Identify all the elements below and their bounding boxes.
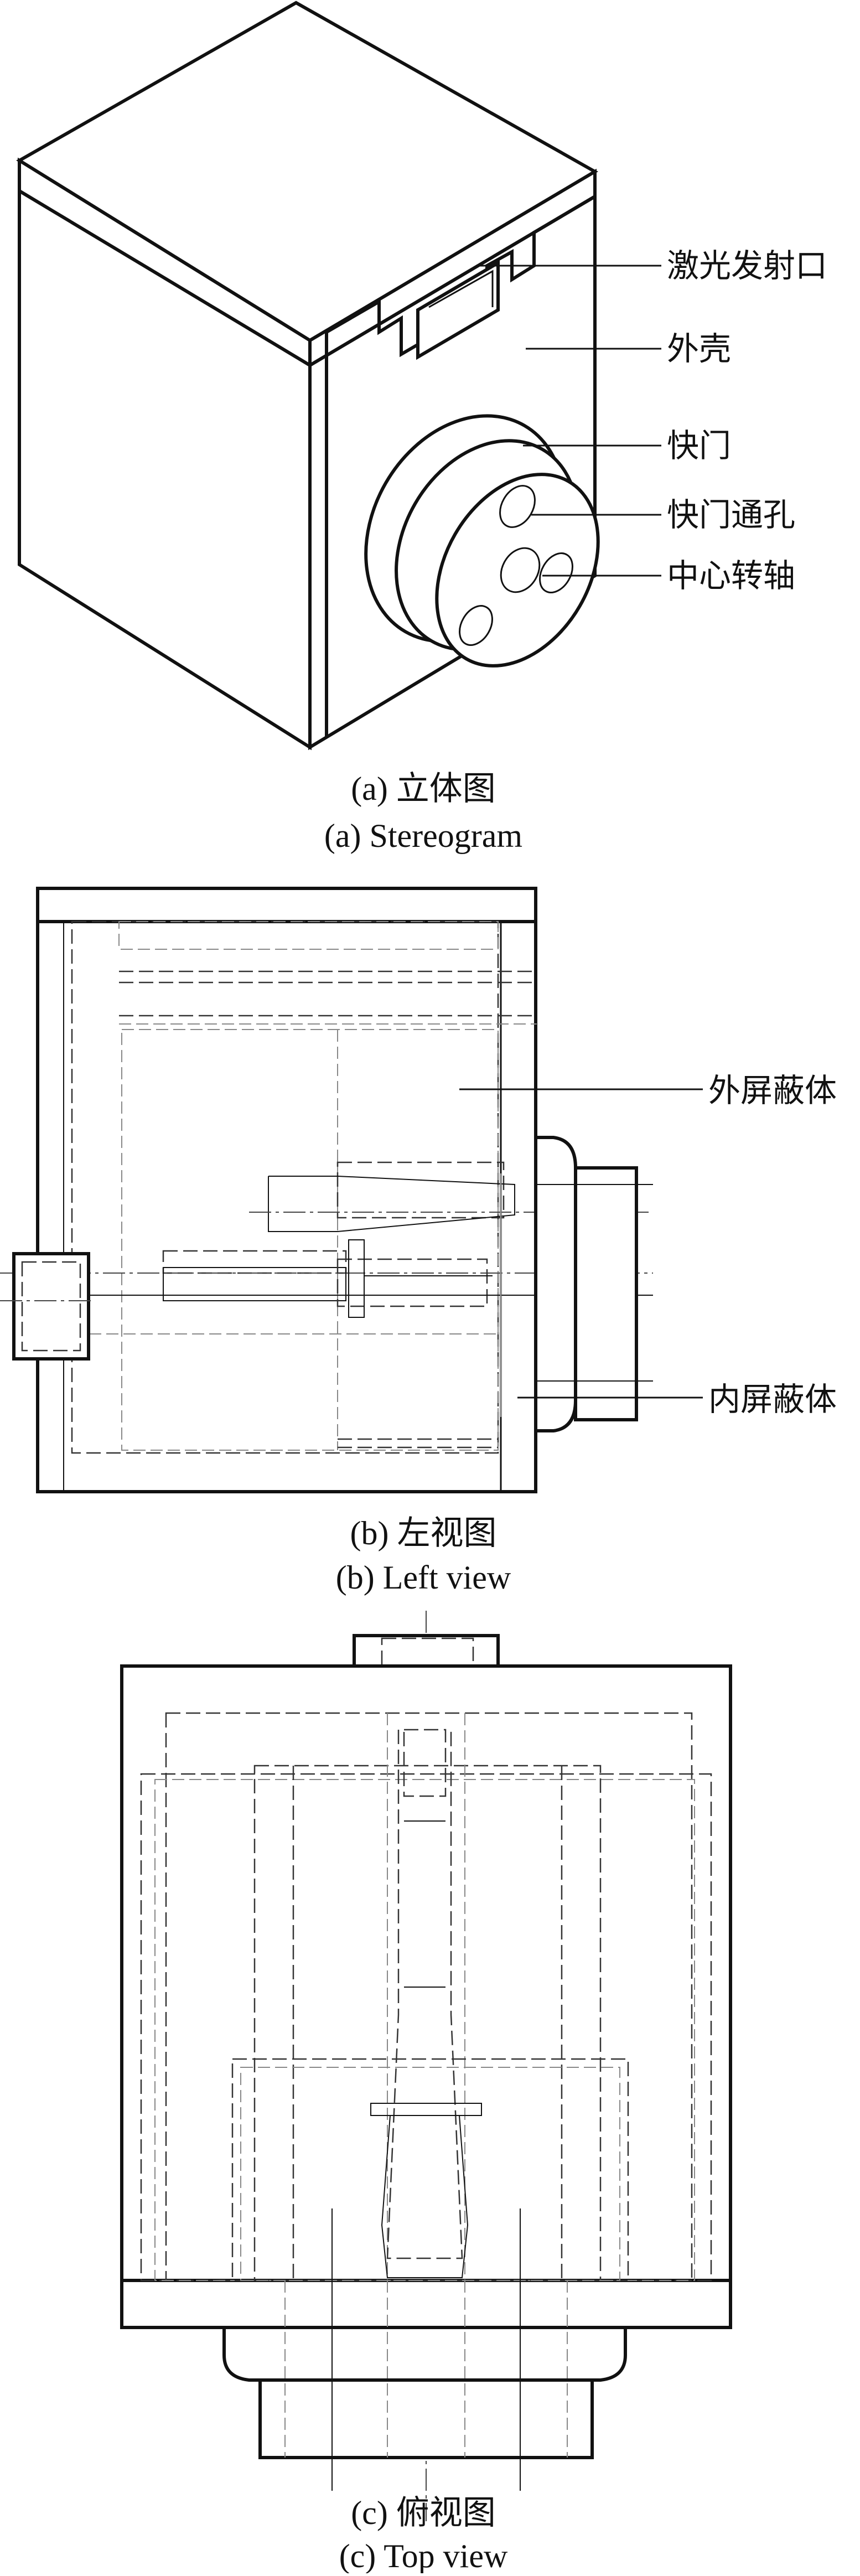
shutter-hole-3	[459, 605, 493, 646]
shutter-housing-side	[534, 1136, 577, 1432]
label-shutter-hole: 快门通孔	[667, 497, 795, 533]
top-view-drawing	[120, 1611, 732, 2521]
caption-a-cn: (a) 立体图	[351, 770, 496, 807]
rear-knob	[12, 1252, 90, 1361]
shutter-disc-top	[258, 2378, 594, 2459]
housing-outline	[36, 887, 537, 1493]
shutter-disc-side	[574, 1166, 638, 1421]
label-laser-port: 激光发射口	[667, 248, 827, 284]
stereogram-drawing	[16, 1, 661, 751]
label-housing: 外壳	[667, 331, 731, 367]
center-shaft	[500, 547, 541, 593]
shutter-housing-top	[222, 2326, 627, 2382]
caption-c-en: (c) Top view	[339, 2538, 508, 2573]
label-inner-shield: 内屏蔽体	[708, 1382, 837, 1418]
caption-b-cn: (b) 左视图	[350, 1515, 497, 1551]
caption-c-cn: (c) 俯视图	[351, 2495, 496, 2531]
shutter-hole-2	[539, 552, 573, 593]
shutter-hole-1	[499, 485, 536, 528]
shutter-disc	[435, 473, 600, 668]
label-center-shaft: 中心转轴	[667, 558, 795, 594]
caption-b-en: (b) Left view	[336, 1559, 511, 1596]
caption-a-en: (a) Stereogram	[324, 818, 522, 854]
shutter-assembly	[364, 414, 600, 668]
laser-port	[416, 260, 500, 360]
label-outer-shield: 外屏蔽体	[708, 1073, 837, 1109]
left-view-drawing	[0, 887, 703, 1493]
housing-top-outline	[120, 1664, 732, 2329]
inner-shield-outline	[121, 1029, 499, 1451]
label-shutter: 快门	[667, 428, 731, 464]
